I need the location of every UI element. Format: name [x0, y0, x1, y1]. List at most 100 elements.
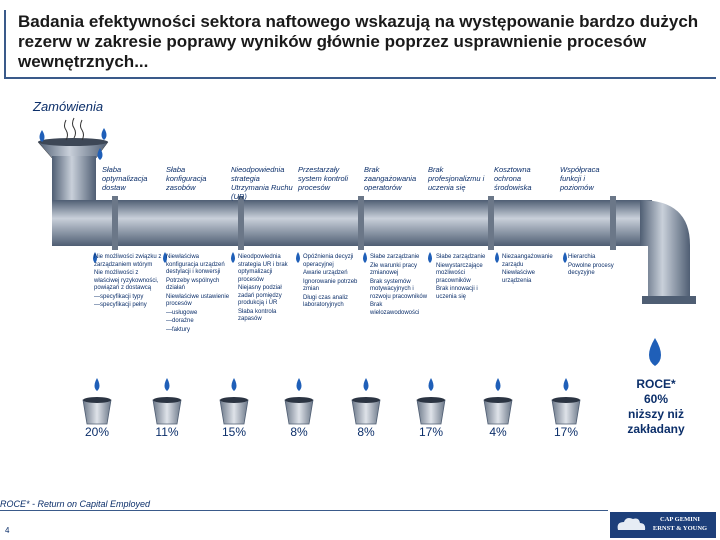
stage-label-7: Kosztowna ochrona środowiska	[494, 165, 532, 192]
stage-label-3: Nieodpowiednia strategia Utrzymania Ruch…	[231, 165, 293, 201]
buckets	[82, 378, 581, 425]
falling-drop-8	[563, 378, 569, 391]
slide-title: Badania efektywności sektora naftowego w…	[18, 12, 699, 71]
bucket-rim-3	[220, 397, 248, 403]
roce-line4: zakładany	[627, 422, 685, 436]
logo-line-1: CAP GEMINI	[660, 516, 700, 523]
outlet-drop	[649, 338, 661, 366]
bucket-rim-7	[484, 397, 512, 403]
drop-1	[93, 252, 97, 263]
falling-drop-1	[94, 378, 100, 391]
cause-item: Niewłaściwa konfiguracja urządzeń destyl…	[166, 254, 225, 275]
roce-title: ROCE*	[636, 377, 676, 391]
bucket-7	[483, 399, 513, 425]
bucket-3	[219, 399, 249, 425]
cause-item: Brak wielozawodowości	[370, 302, 420, 316]
input-label: Zamówienia	[33, 99, 104, 114]
stage-percent-7: 4%	[489, 425, 507, 439]
cause-item: Słaba kontrola zapasów	[238, 308, 277, 323]
bucket-4	[284, 399, 314, 425]
inlet-mouth	[38, 138, 108, 146]
stage-percent-6: 17%	[418, 425, 444, 439]
roce-value: 60%	[643, 392, 669, 406]
stage-percent-2: 11%	[155, 425, 179, 439]
falling-drop-4	[296, 378, 302, 391]
bucket-2	[152, 399, 182, 425]
footnote: ROCE* - Return on Capital Employed	[0, 499, 151, 509]
cause-item: Awarie urządzeń	[303, 270, 348, 276]
cause-item: —specyfikacji pełny	[94, 302, 147, 308]
drop-7	[495, 252, 499, 263]
cause-item: Brak innowacji i uczenia się	[436, 286, 478, 300]
stage-label-8: Współpraca funkcji i poziomów	[560, 165, 600, 192]
bucket-6	[416, 399, 446, 425]
stage-label-4: Przestarzały system kontroli procesów	[298, 165, 349, 192]
inlet-drops	[39, 128, 107, 160]
page-number: 4	[5, 526, 10, 535]
falling-drop-5	[363, 378, 369, 391]
stage-causes-3: Nieodpowiednia strategia UR i brak optym…	[238, 254, 298, 325]
stage-label-1: Słaba optymalizacja dostaw	[102, 165, 148, 192]
cause-item: Hierarchia	[568, 254, 596, 260]
cause-item: —faktury	[166, 326, 191, 333]
logo-text: CAP GEMINI ERNST & YOUNG	[648, 515, 712, 533]
cause-item: Niezaangażowanie zarządu	[502, 254, 553, 268]
cause-item: —specyfikacji typy	[94, 293, 144, 300]
title-divider	[4, 77, 716, 79]
bucket-rim-8	[552, 397, 580, 403]
bucket-rim-5	[352, 397, 380, 403]
drop-3	[231, 252, 235, 263]
bucket-8	[551, 399, 581, 425]
stage-percent-4: 8%	[290, 425, 308, 439]
stage-causes-4: Opóźnienia decyzji operacyjnej Awarie ur…	[303, 254, 365, 311]
cause-item: Brak systemów motywacyjnych i rozwoju pr…	[370, 278, 428, 300]
stage-percent-5: 8%	[357, 425, 375, 439]
roce-summary: ROCE* 60% niższy niż zakładany	[616, 377, 696, 437]
pipe-joints	[112, 196, 616, 250]
stage-percent-3: 15%	[221, 425, 247, 439]
footer-divider	[0, 510, 608, 511]
cause-item: Długi czas analiz laboratoryjnych	[303, 294, 349, 309]
cause-item: Niewłaściwe urządzenia	[502, 270, 536, 284]
outlet-elbow	[640, 200, 690, 300]
cause-item: Niewystarczające możliwości pracowników	[436, 262, 483, 284]
logo-line-2: ERNST & YOUNG	[652, 525, 708, 532]
cause-item: Niewłaściwe ustawienie procesów	[166, 293, 230, 308]
bucket-rim-6	[417, 397, 445, 403]
cause-item: Potrzeby wspólnych działań	[166, 277, 220, 292]
logo-cloud-icon	[617, 518, 646, 530]
bucket-rim-2	[153, 397, 181, 403]
bucket-rim-1	[83, 397, 111, 403]
stage-causes-7: Niezaangażowanie zarządu Niewłaściwe urz…	[502, 254, 564, 286]
stage-label-5: Brak zaangażowania operatorów	[364, 165, 417, 192]
drop-5	[363, 252, 367, 263]
falling-drop-7	[495, 378, 501, 391]
bucket-1	[82, 399, 112, 425]
cause-item: Nie możliwości z właściwej ryzykowności,…	[94, 270, 159, 291]
main-pipe	[52, 200, 652, 246]
stage-causes-8: Hierarchia Powolne procesy decyzyjne	[568, 254, 616, 279]
cause-item: Opóźnienia decyzji operacyjnej	[303, 254, 354, 268]
stage-causes-5: Słabe zarządzanie Złe warunki pracy zmia…	[370, 254, 430, 318]
stage-percent-8: 17%	[553, 425, 579, 439]
stage-label-6: Brak profesjonalizmu i uczenia się	[428, 165, 485, 192]
bucket-rim-4	[285, 397, 313, 403]
falling-drop-3	[231, 378, 237, 391]
cause-item: Nie możliwości związku z zarządzaniem wt…	[94, 254, 162, 268]
cause-item: Słabe zarządzanie	[436, 254, 486, 260]
cause-item: Złe warunki pracy zmianowej	[370, 262, 418, 277]
stage-causes-1: Nie możliwości związku z zarządzaniem wt…	[94, 254, 162, 311]
drop-6	[428, 252, 432, 263]
stage-label-2: Słaba konfiguracja zasobów	[166, 165, 207, 192]
cause-item: —usługowe	[166, 309, 198, 316]
cause-item: Powolne procesy decyzyjne	[568, 262, 614, 277]
cause-item: —doraźne	[166, 318, 194, 324]
roce-line3: niższy niż	[627, 407, 684, 421]
cause-item: Ignorowanie potrzeb zmian	[303, 278, 358, 293]
leak-streams	[93, 252, 567, 263]
drop-2	[163, 252, 167, 263]
cause-item: Niejasny podział zadań pomiędzy produkcj…	[238, 285, 282, 306]
drop-8	[563, 252, 567, 263]
cause-item: Słabe zarządzanie	[370, 254, 420, 260]
stage-percent-1: 20%	[84, 425, 110, 439]
